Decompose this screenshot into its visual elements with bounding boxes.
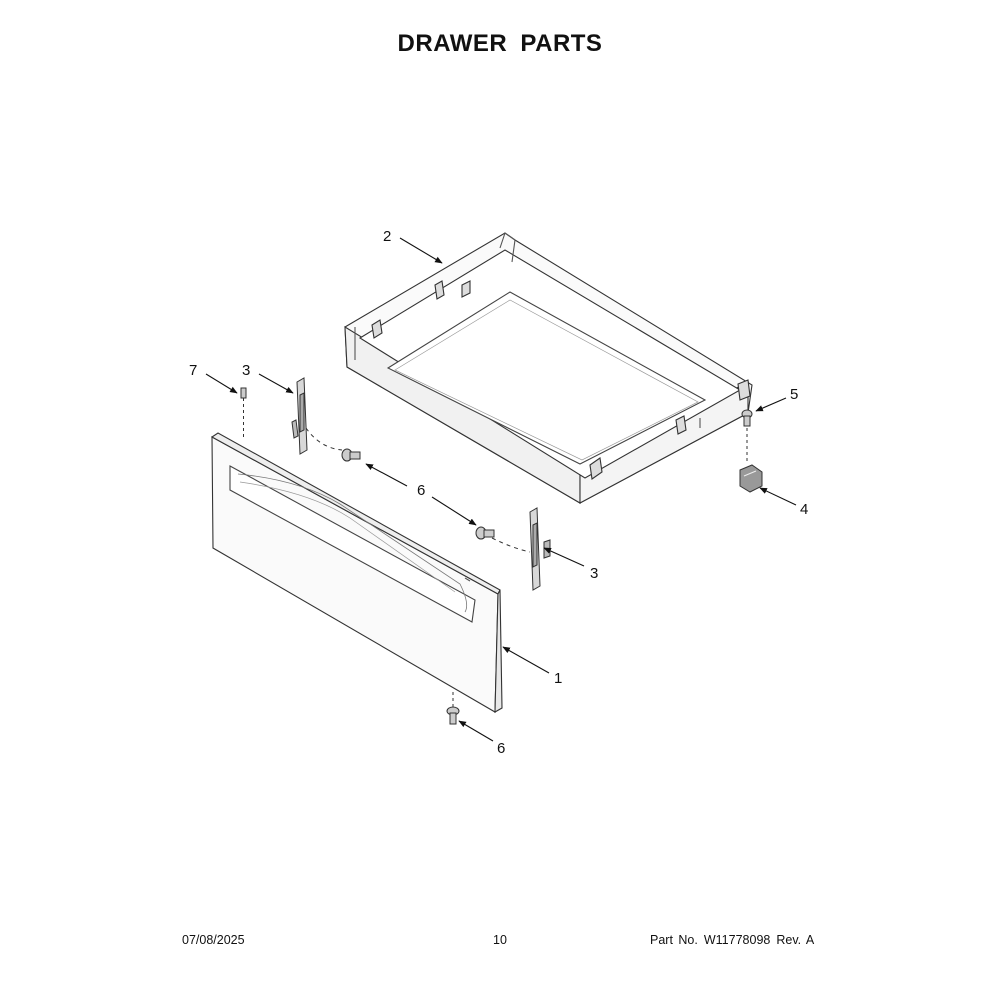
clip-part-4 [739,464,763,493]
callout-3-right: 3 [590,565,598,582]
footer-date: 07/08/2025 [182,933,245,947]
part-number-label: Part No. [650,933,698,947]
callout-6-upper: 6 [417,482,425,499]
part-number: W11778098 [703,933,771,947]
screw-part-5 [741,409,753,462]
callout-4: 4 [800,501,808,518]
drawer-front-part [210,432,503,713]
callout-2: 2 [383,228,391,245]
leader-arrows [205,237,797,742]
footer-page-number: 10 [493,933,507,947]
screw-upper [341,448,361,462]
callout-6-lower: 6 [497,740,505,757]
drawer-slide-bracket-left [291,377,308,455]
callout-3-left: 3 [242,362,250,379]
callout-7: 7 [189,362,197,379]
screw-middle [475,526,495,540]
revision: Rev. A [776,933,815,947]
drawer-slide-bracket-right [529,507,551,591]
callout-1: 1 [554,670,562,687]
callout-5: 5 [790,386,798,403]
page-title: DRAWER PARTS [397,30,603,57]
screw-bottom [446,692,460,725]
footer-part-info: Part No. W11778098 Rev. A [650,933,820,947]
assembly-lines [305,427,531,553]
drawer-tray-part [344,232,753,504]
pin-screw-part [240,387,247,440]
